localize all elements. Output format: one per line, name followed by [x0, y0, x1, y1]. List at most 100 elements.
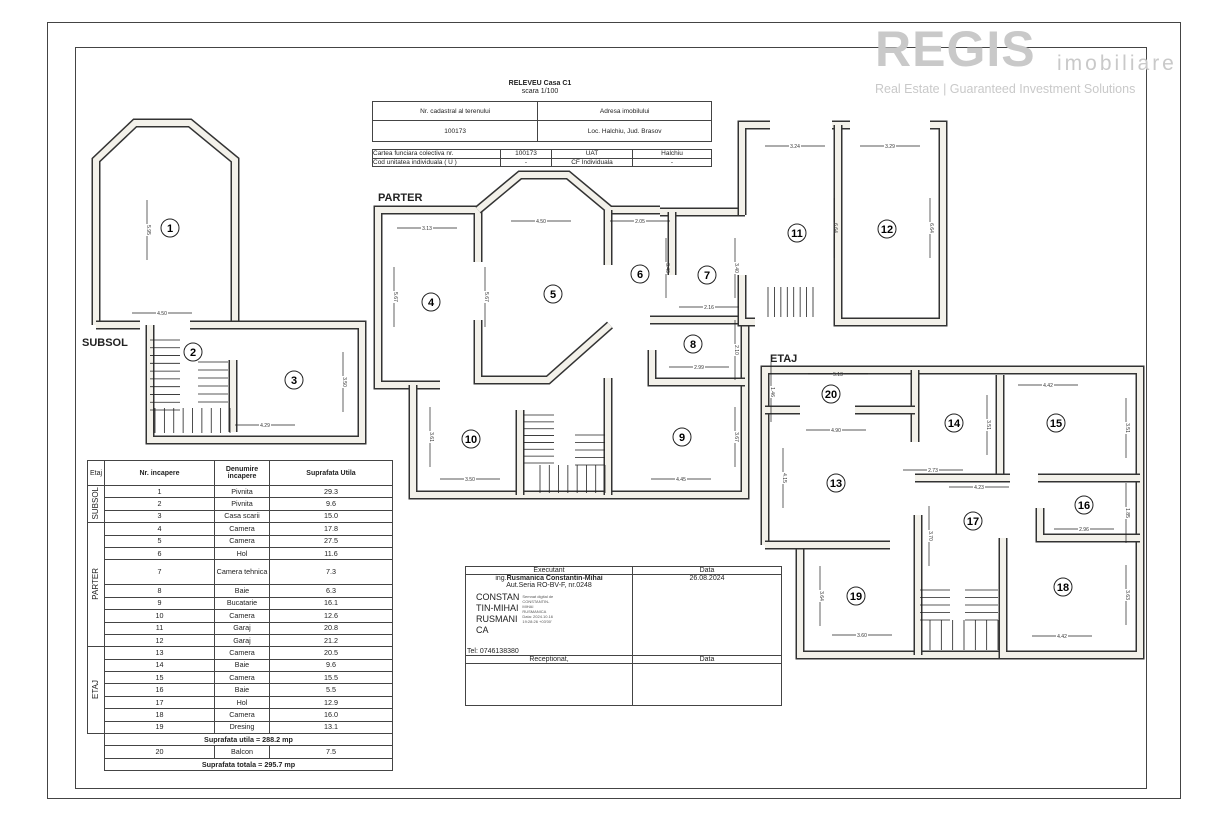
room-area: 15.0	[269, 509, 393, 524]
room-circle	[877, 219, 897, 239]
room-area: 20.5	[269, 646, 393, 660]
room-number: 8	[104, 584, 215, 598]
room-number: 12	[104, 633, 215, 648]
room-marker: 11	[787, 223, 807, 243]
wall	[147, 322, 365, 443]
dimension-label: 6.64	[832, 223, 838, 233]
room-number: 17	[967, 516, 979, 528]
room-number: 10	[465, 434, 477, 446]
dimension-label: 3.40	[664, 263, 670, 273]
room-marker: 20	[821, 384, 841, 404]
stairs	[150, 287, 999, 650]
room-marker: 14	[944, 413, 964, 433]
room-marker: 8	[683, 334, 703, 354]
dimension-label: 3.60	[857, 633, 867, 639]
dimension-label: 3.63	[1124, 590, 1130, 600]
room-name: Baie	[214, 584, 270, 598]
room-area: 12.6	[269, 609, 393, 623]
wall	[145, 320, 367, 445]
dimension-label: 4.50	[536, 219, 546, 225]
room-circle	[421, 292, 441, 312]
wall	[475, 320, 612, 383]
table-row: Suprafata utila = 288.2 mp	[88, 733, 393, 747]
dimension-label: 3.51	[1124, 423, 1130, 433]
room-number: 11	[104, 621, 215, 635]
room-area: 7.5	[269, 745, 393, 759]
dimension-label: 2.16	[704, 305, 714, 311]
dimension-label: 3.40	[733, 263, 739, 273]
room-area: 20.8	[269, 621, 393, 635]
dimension-label: 4.90	[831, 428, 841, 434]
room-area: 21.2	[269, 633, 393, 648]
header-floor: Etaj	[87, 460, 105, 486]
room-number: 19	[850, 591, 862, 603]
room-area: 16.1	[269, 596, 393, 611]
room-marker: 19	[846, 586, 866, 606]
signature-note: 19:28:26 +03'00'	[522, 619, 552, 624]
room-name: Baie	[214, 683, 270, 697]
wall	[375, 207, 481, 388]
room-number: 16	[1078, 500, 1090, 512]
room-number: 12	[881, 224, 893, 236]
wall	[1037, 508, 1140, 541]
room-marker: 17	[963, 511, 983, 531]
room-number: 13	[104, 646, 215, 660]
room-area: 12.9	[269, 695, 393, 710]
room-number: 1	[104, 484, 215, 499]
dimension-label: 4.42	[1043, 383, 1053, 389]
table-row: Cartea funciara colectiva nr. 100173 UAT…	[372, 149, 712, 159]
dimension-label: 4.15	[781, 473, 787, 483]
floor-cell: SUBSOL	[91, 486, 100, 520]
room-number: 16	[104, 683, 215, 697]
land-registry-table: Cartea funciara colectiva nr. 100173 UAT…	[372, 149, 712, 167]
room-circle	[1046, 413, 1066, 433]
dimension-label: 2.10	[733, 345, 739, 355]
total: Suprafata totala = 295.7 mp	[104, 757, 393, 772]
table-row: Suprafata totala = 295.7 mp	[88, 757, 393, 772]
room-number: 8	[690, 339, 696, 351]
room-number: 15	[104, 671, 215, 685]
dimension-label: 3.50	[341, 377, 347, 387]
room-marker: 12	[877, 219, 897, 239]
room-marker: 7	[697, 265, 717, 285]
wall	[476, 172, 660, 213]
wall	[473, 320, 613, 385]
room-circle	[1074, 495, 1094, 515]
floor-label-etaj: ETAJ	[770, 353, 798, 365]
phone: Tel: 0746138380	[467, 648, 519, 655]
room-number: 14	[948, 418, 961, 430]
room-area: 16.0	[269, 708, 393, 722]
room-name: Hol	[214, 695, 270, 710]
drawing-frame-inner	[75, 47, 1147, 789]
room-name: Pivnita	[214, 484, 270, 499]
room-area: 17.8	[269, 522, 393, 536]
room-circle	[963, 511, 983, 531]
room-number: 4	[104, 522, 215, 536]
room-circle	[787, 223, 807, 243]
room-area: 9.6	[269, 497, 393, 511]
room-marker: 10	[461, 429, 481, 449]
room-number: 13	[830, 478, 842, 490]
header-area: Suprafata Utila	[269, 460, 393, 486]
dimension-label: 5.95	[145, 225, 151, 235]
dimension-label: 2.96	[1079, 527, 1089, 533]
dimension-label: 4.45	[676, 477, 686, 483]
room-area: 9.6	[269, 658, 393, 673]
subtotal: Suprafata utila = 288.2 mp	[104, 733, 393, 747]
wall	[835, 122, 946, 325]
dimension-label: 2.73	[928, 468, 938, 474]
room-name: Camera	[214, 534, 270, 548]
room-number: 14	[104, 658, 215, 673]
room-circle	[630, 264, 650, 284]
